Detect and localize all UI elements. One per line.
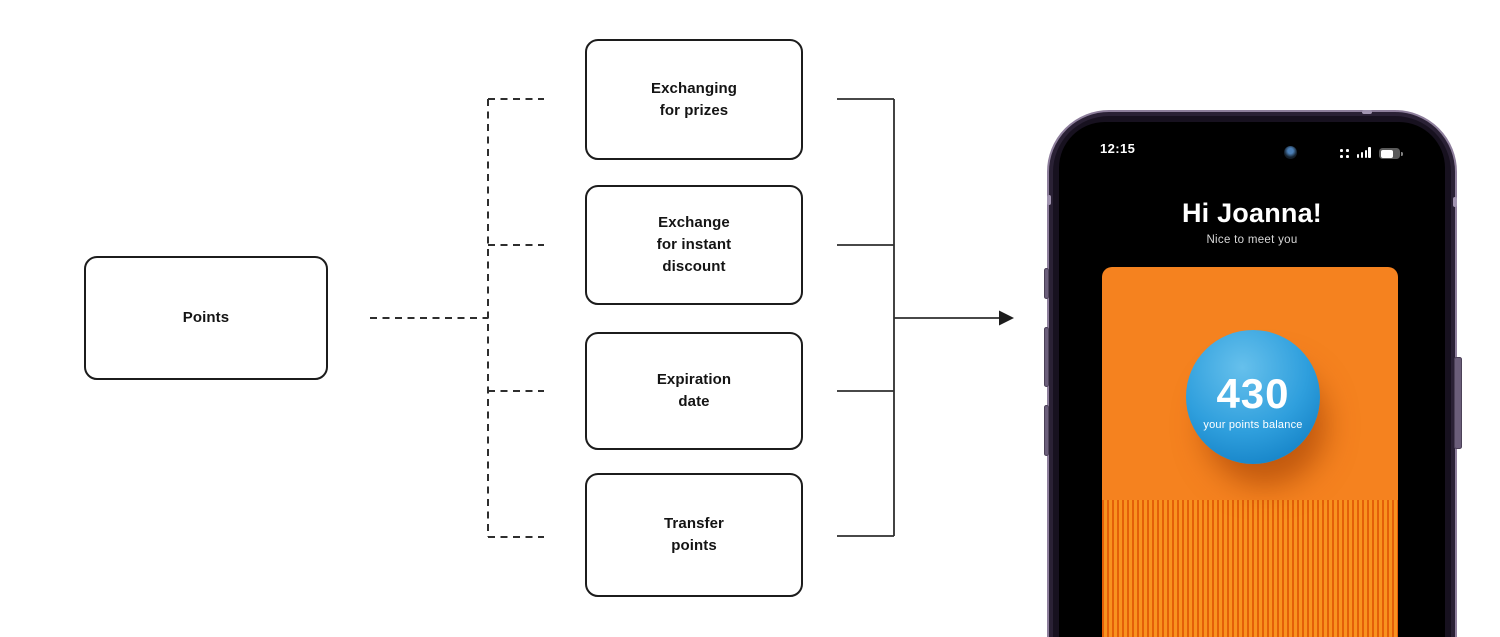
battery-icon xyxy=(1379,148,1403,159)
signal-icon xyxy=(1357,147,1371,158)
node-points: Points xyxy=(84,256,328,380)
mute-switch xyxy=(1044,268,1049,299)
points-sphere: 430 your points balance xyxy=(1186,330,1320,464)
solid-merge-lines xyxy=(837,98,999,537)
points-balance-label: your points balance xyxy=(1203,419,1303,431)
greeting-title: Hi Joanna! xyxy=(1181,198,1323,228)
volume-down-button xyxy=(1044,405,1049,456)
camera-icon xyxy=(1284,146,1297,159)
antenna-band xyxy=(1453,197,1457,207)
node-label: Transfer points xyxy=(664,515,724,554)
phone-screen: 12:15 Hi Joanna! Nice to meet you 430 yo… xyxy=(1059,122,1445,637)
node-label: Expiration date xyxy=(656,371,732,410)
ribbed-texture xyxy=(1102,500,1398,637)
phone-mockup: 12:15 Hi Joanna! Nice to meet you 430 yo… xyxy=(1040,106,1470,637)
node-exchange-for-instant-discount: Exchange for instant discount xyxy=(585,185,803,305)
arrowhead-icon xyxy=(999,310,1014,326)
node-label: Exchange for instant discount xyxy=(656,214,732,275)
points-balance-value: 430 xyxy=(1216,370,1290,417)
node-label: Exchanging for prizes xyxy=(650,79,737,119)
antenna-band xyxy=(1047,195,1051,205)
node-exchanging-for-prizes: Exchanging for prizes xyxy=(585,39,803,160)
power-button xyxy=(1454,357,1462,449)
volume-up-button xyxy=(1044,327,1049,387)
node-points-label: Points xyxy=(182,309,230,327)
greeting-subtitle: Nice to meet you xyxy=(1206,234,1298,246)
node-expiration-date: Expiration date xyxy=(585,332,803,450)
points-balance-card: 430 your points balance xyxy=(1102,267,1398,637)
dashed-branch-lines xyxy=(370,98,544,538)
antenna-band xyxy=(1362,110,1372,114)
mobile-data-icon xyxy=(1340,149,1349,158)
status-time: 12:15 xyxy=(1100,141,1136,156)
node-transfer-points: Transfer points xyxy=(585,473,803,597)
